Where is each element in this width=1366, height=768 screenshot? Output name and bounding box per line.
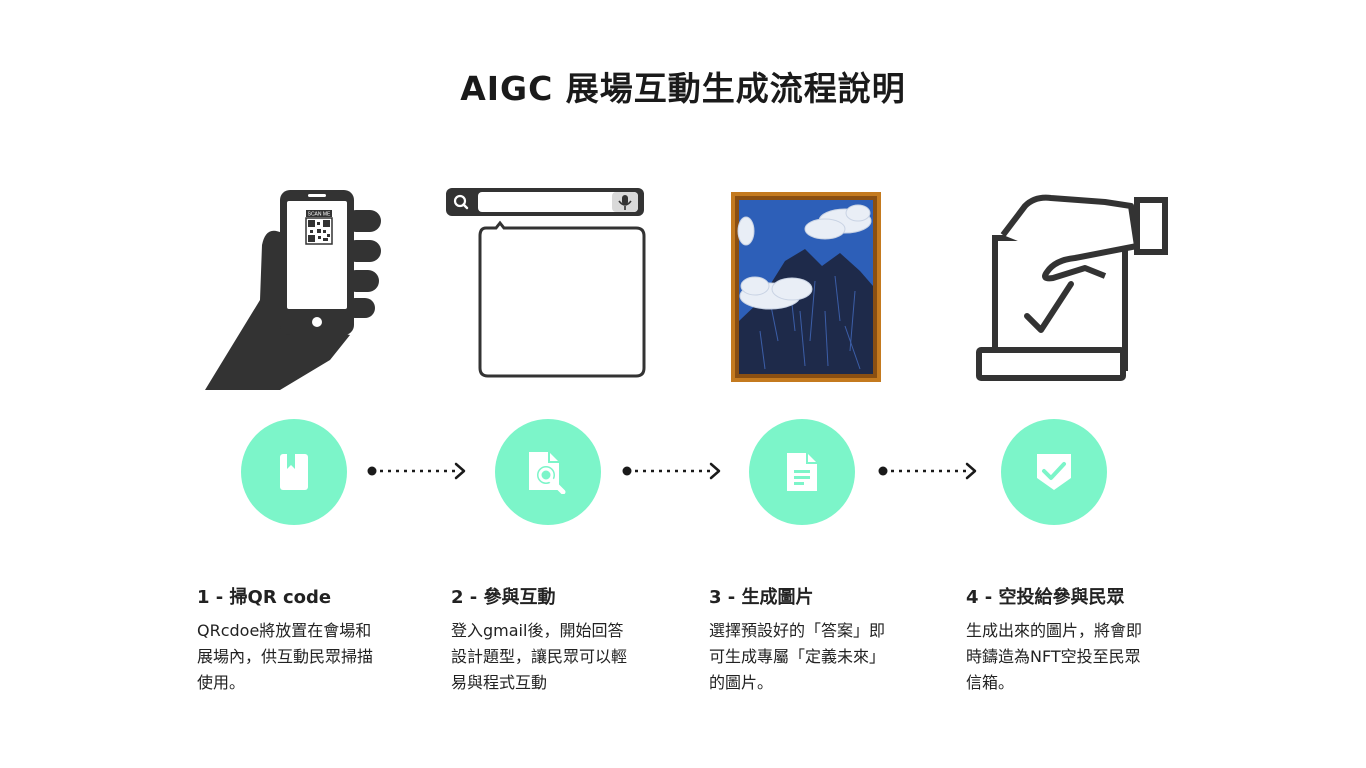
vote-box-illustration <box>976 194 1168 381</box>
step-2-description: 登入gmail後，開始回答 設計題型，讓民眾可以輕 易與程式互動 <box>451 621 628 692</box>
arrow-2-3 <box>622 462 721 480</box>
phone-home-button <box>312 317 322 327</box>
step-1-title: 1 - 掃QR code <box>197 587 332 608</box>
document-search-icon <box>529 452 566 494</box>
page-title: AIGC 展場互動生成流程說明 <box>460 69 906 108</box>
step-4-title: 4 - 空投給參與民眾 <box>966 587 1125 608</box>
ballot-paper <box>1000 194 1140 282</box>
checkmark-icon <box>1024 281 1074 333</box>
microphone-icon <box>618 195 632 210</box>
painting-clouds <box>737 204 872 310</box>
search-dialog-illustration <box>446 188 646 378</box>
step-3-circle <box>749 419 855 525</box>
framed-painting-illustration <box>731 192 881 382</box>
step-4-circle <box>1001 419 1107 525</box>
phone-speaker <box>308 194 326 197</box>
step-1-circle <box>241 419 347 525</box>
arrow-3-4 <box>878 462 977 480</box>
painting-mountain <box>739 249 873 374</box>
bookmark-card-icon <box>280 454 308 490</box>
hand-phone-illustration: SCAN ME <box>205 190 381 390</box>
step-4-description: 生成出來的圖片，將會即 時鑄造為NFT空投至民眾 信箱。 <box>966 621 1143 692</box>
step-2-circle <box>495 419 601 525</box>
ballot-base <box>976 347 1126 381</box>
hand-shape <box>205 230 350 390</box>
qr-scan-label: SCAN ME <box>308 212 331 218</box>
search-bar-field <box>478 192 638 212</box>
step-3-title: 3 - 生成圖片 <box>709 587 814 608</box>
step-2-title: 2 - 參與互動 <box>451 587 556 608</box>
arrow-1-2 <box>367 462 466 480</box>
dialog-box <box>478 220 646 378</box>
shield-check-icon <box>1037 454 1071 490</box>
search-icon <box>453 194 469 210</box>
step-1-description: QRcdoe將放置在會場和 展場內，供互動民眾掃描 使用。 <box>197 621 374 692</box>
qr-label-box <box>306 210 332 217</box>
document-lines-icon <box>787 453 817 491</box>
sleeve-cuff <box>1134 197 1168 255</box>
qr-code-icon <box>305 217 333 245</box>
step-3-description: 選擇預設好的「答案」即 可生成專屬「定義未來」 的圖片。 <box>709 621 886 692</box>
